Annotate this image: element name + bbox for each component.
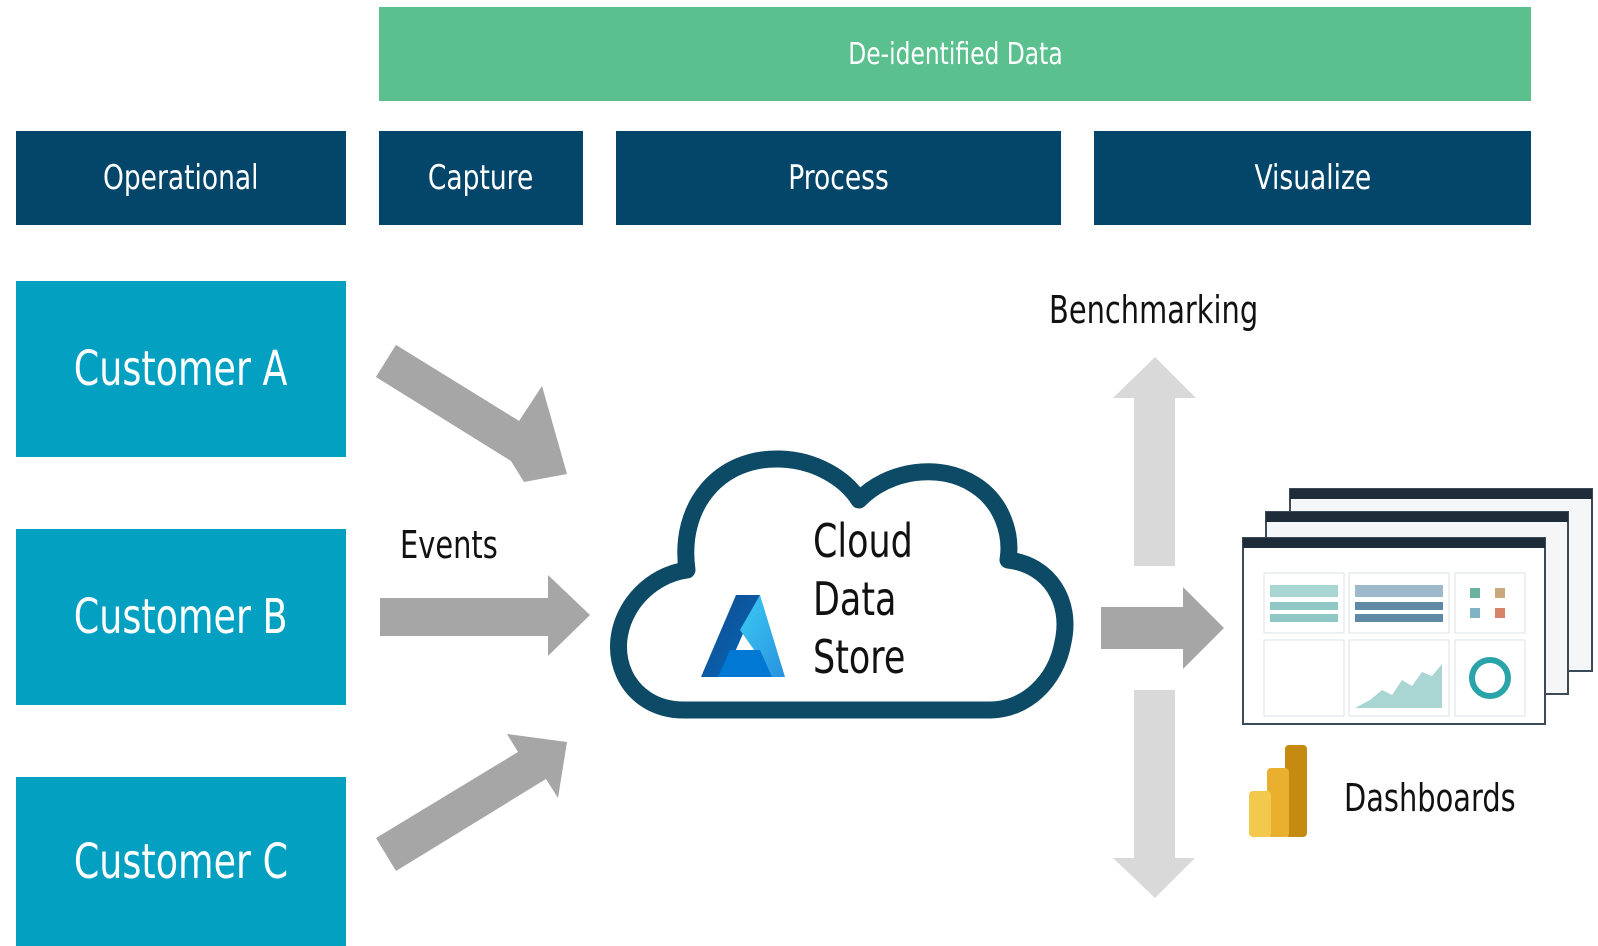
cloud-label-line-2: Data (813, 572, 897, 626)
arrow-customer-b (380, 575, 590, 656)
cloud-data-store-label: Cloud Data Store (813, 512, 944, 686)
cloud-label-line-3: Store (813, 630, 906, 684)
cloud-label-line-1: Cloud (813, 514, 913, 568)
customer-a-box: Customer A (16, 281, 346, 457)
customer-c-label: Customer C (73, 833, 289, 890)
stage-capture: Capture (379, 131, 583, 225)
arrow-benchmarking-up (1113, 357, 1196, 566)
dashboards-label: Dashboards (1344, 776, 1570, 820)
de-identified-data-banner: De-identified Data (379, 7, 1531, 101)
arrow-down (1113, 690, 1195, 898)
events-text: Events (400, 523, 498, 567)
stage-label-operational: Operational (103, 158, 259, 198)
benchmarking-label: Benchmarking (1049, 288, 1324, 332)
dashboard-screenshot-icon (1242, 488, 1593, 725)
banner-label: De-identified Data (847, 36, 1063, 72)
benchmarking-text: Benchmarking (1049, 288, 1259, 332)
power-bi-icon (1249, 745, 1307, 837)
arrow-to-dashboards (1101, 587, 1224, 669)
azure-logo-icon (701, 595, 785, 677)
stage-process: Process (616, 131, 1061, 225)
stage-label-process: Process (788, 158, 889, 198)
stage-label-visualize: Visualize (1254, 158, 1371, 198)
stage-operational: Operational (16, 131, 346, 225)
customer-b-label: Customer B (74, 589, 288, 645)
customer-a-label: Customer A (74, 341, 288, 397)
stage-visualize: Visualize (1094, 131, 1531, 225)
arrow-customer-c (376, 734, 567, 871)
events-label: Events (400, 523, 529, 567)
arrow-customer-a-shaft (376, 345, 537, 464)
stage-label-capture: Capture (428, 158, 534, 198)
customer-b-box: Customer B (16, 529, 346, 705)
dashboards-text: Dashboards (1344, 776, 1516, 820)
customer-c-box: Customer C (16, 777, 346, 946)
